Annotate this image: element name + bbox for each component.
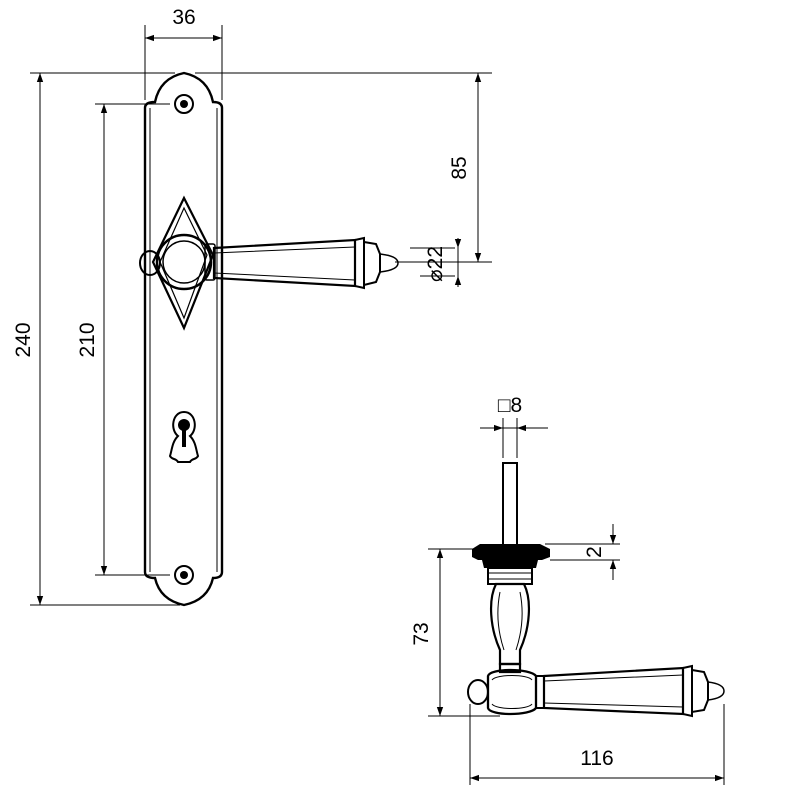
back-plate	[143, 71, 224, 607]
dim-overall-height: 240	[12, 322, 35, 357]
dim-lever-offset: 85	[448, 156, 471, 179]
dim-rose-diameter: ⌀22	[424, 246, 447, 282]
spindle	[502, 462, 518, 549]
dim-hole-spacing: 210	[76, 322, 99, 357]
dim-lever-height: 73	[410, 622, 433, 645]
front-view: 36 240 210 85 ⌀22	[12, 6, 492, 607]
rosette-plate	[472, 544, 550, 560]
lever-side	[467, 662, 725, 718]
bottom-screw	[174, 565, 194, 585]
top-screw	[174, 94, 194, 114]
side-view: □8 73 2 116	[410, 394, 725, 785]
lever-neck	[489, 582, 531, 666]
diamond-rosette	[151, 195, 215, 331]
dim-lever-projection: 116	[580, 747, 613, 770]
keyhole-icon	[168, 410, 200, 463]
lever-arm	[212, 236, 399, 290]
dim-rosette-thickness: 2	[583, 546, 606, 558]
dim-spindle-square: □8	[498, 394, 522, 417]
dim-plate-width: 36	[172, 6, 195, 29]
lever-hub	[139, 233, 216, 291]
